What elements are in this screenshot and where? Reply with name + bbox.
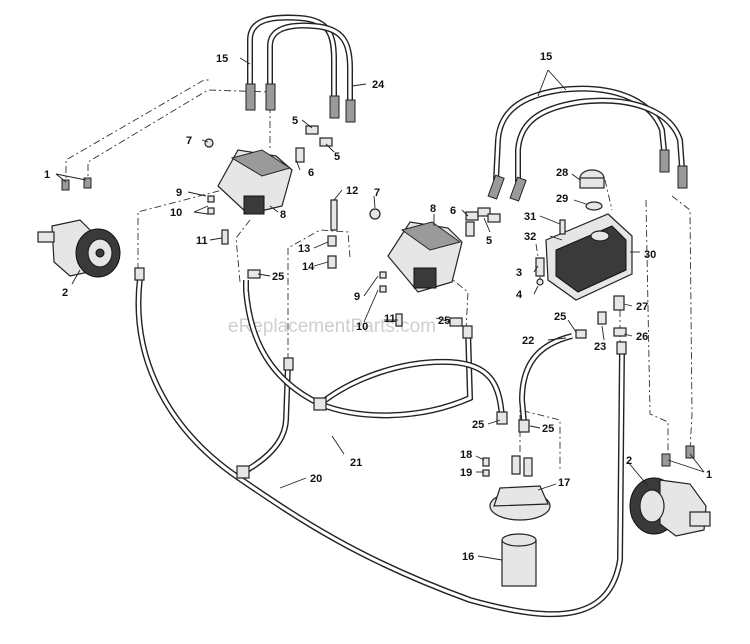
- callout-28: 28: [556, 167, 568, 179]
- callout-3: 3: [516, 267, 522, 279]
- small-fittings: [207, 125, 627, 339]
- callout-1: 1: [706, 469, 712, 481]
- callout-11: 11: [384, 313, 396, 325]
- leader-lines: [55, 57, 705, 561]
- callout-7: 7: [186, 135, 192, 147]
- callout-15: 15: [216, 53, 228, 65]
- callout-16: 16: [462, 551, 474, 563]
- callout-8: 8: [280, 209, 286, 221]
- callout-12: 12: [346, 185, 358, 197]
- hydraulic-reservoir: [535, 169, 633, 311]
- callout-5: 5: [334, 151, 340, 163]
- callout-18: 18: [460, 449, 472, 461]
- callout-32: 32: [524, 231, 536, 243]
- callout-8: 8: [430, 203, 436, 215]
- callout-5: 5: [486, 235, 492, 247]
- callout-25: 25: [554, 311, 566, 323]
- callout-25: 25: [472, 419, 484, 431]
- callout-29: 29: [556, 193, 568, 205]
- callout-4: 4: [516, 289, 523, 301]
- hydraulic-motor-left: [37, 177, 121, 278]
- callout-5: 5: [292, 115, 298, 127]
- watermark-text: eReplacementParts.com: [228, 316, 436, 337]
- callout-11: 11: [196, 235, 208, 247]
- callout-17: 17: [558, 477, 570, 489]
- hydraulic-pump-middle: [327, 199, 475, 327]
- callout-13: 13: [298, 243, 310, 255]
- callout-9: 9: [176, 187, 182, 199]
- callout-9: 9: [354, 291, 360, 303]
- callout-labels: 1 1 2 2 3 4 5 5 5 6 6 7 7 8 8 9 9 10 10 …: [44, 51, 712, 563]
- callout-22: 22: [522, 335, 534, 347]
- callout-20: 20: [310, 473, 322, 485]
- callout-14: 14: [302, 261, 315, 273]
- callout-15: 15: [540, 51, 552, 63]
- callout-25: 25: [542, 423, 554, 435]
- callout-6: 6: [450, 205, 456, 217]
- callout-25: 25: [438, 315, 450, 327]
- callout-31: 31: [524, 211, 536, 223]
- callout-25: 25: [272, 271, 284, 283]
- callout-19: 19: [460, 467, 472, 479]
- callout-2: 2: [626, 455, 632, 467]
- hose-fittings: [134, 83, 688, 479]
- callout-6: 6: [308, 167, 314, 179]
- callout-30: 30: [644, 249, 656, 261]
- callout-24: 24: [372, 79, 385, 91]
- callout-26: 26: [636, 331, 648, 343]
- hoses: [135, 14, 685, 618]
- hydraulic-pump-left: [204, 138, 305, 245]
- oil-filter-assembly: [482, 455, 551, 587]
- callout-1: 1: [44, 169, 50, 181]
- callout-27: 27: [636, 301, 648, 313]
- hydraulic-motor-right: [629, 445, 711, 537]
- callout-7: 7: [374, 187, 380, 199]
- callout-2: 2: [62, 287, 68, 299]
- callout-23: 23: [594, 341, 606, 353]
- callout-21: 21: [350, 457, 362, 469]
- callout-10: 10: [356, 321, 368, 333]
- callout-10: 10: [170, 207, 182, 219]
